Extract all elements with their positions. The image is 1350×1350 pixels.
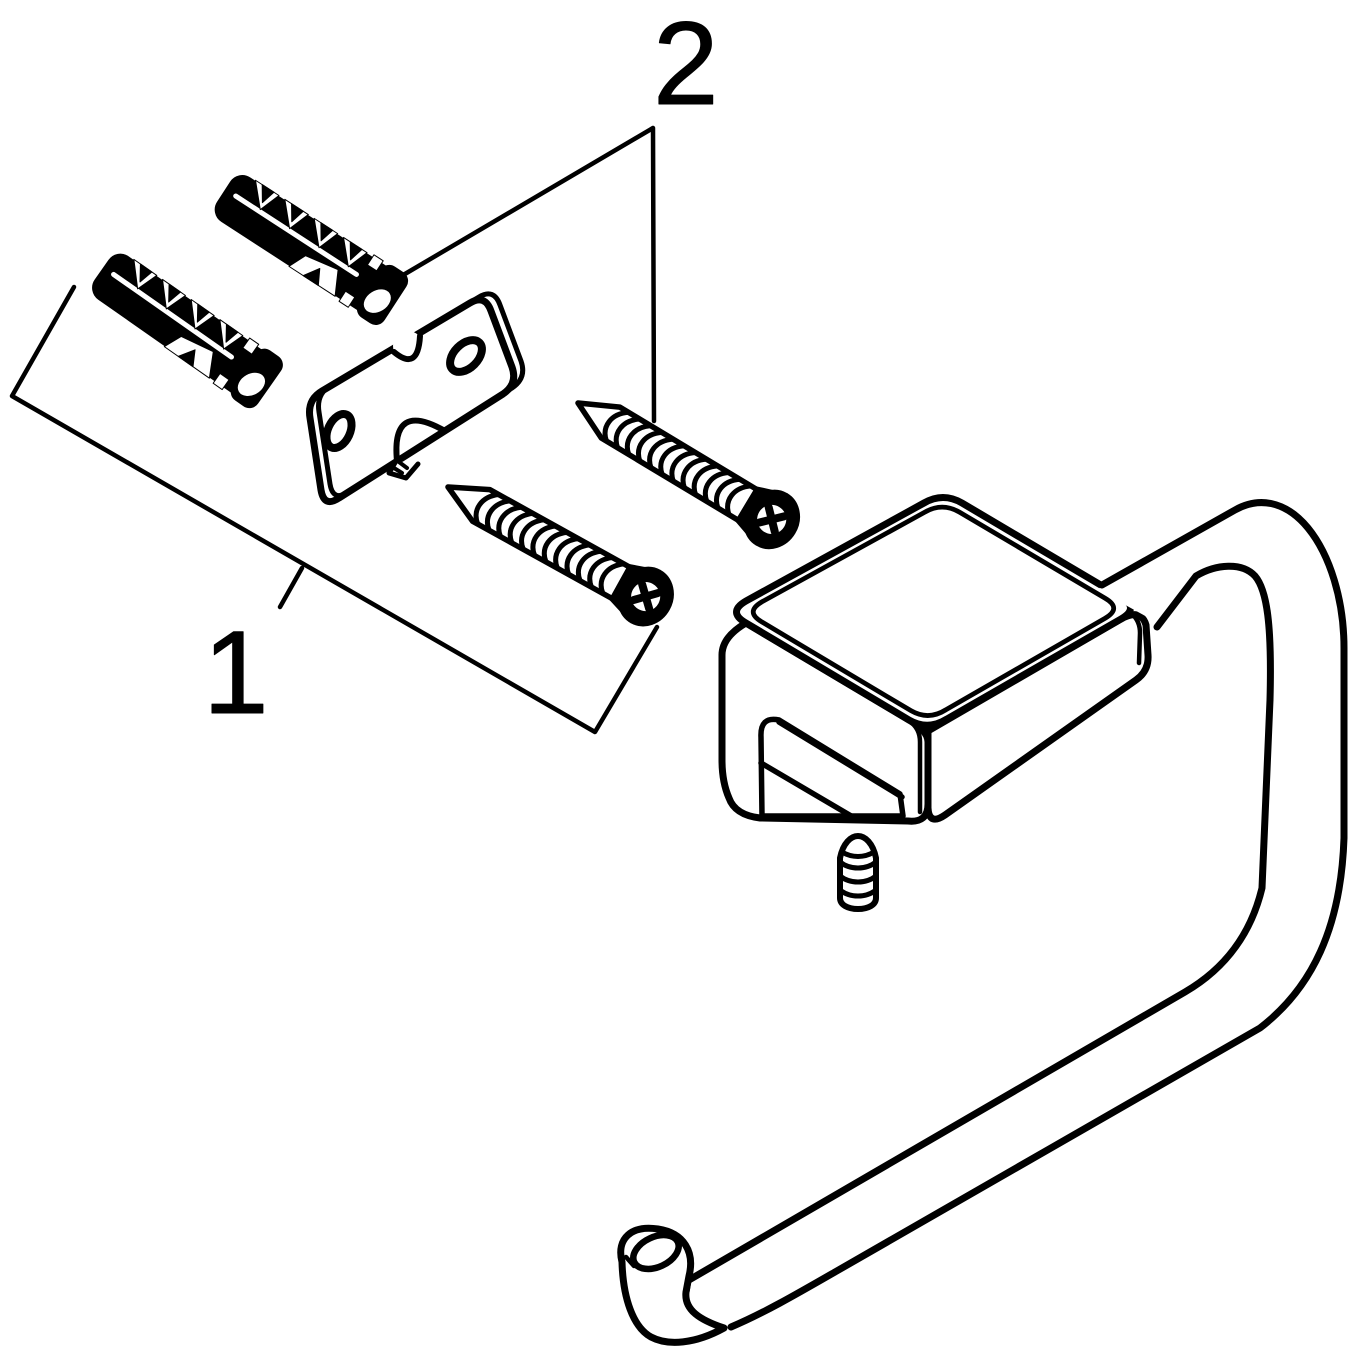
wall-plug-lower-icon: [85, 245, 287, 411]
callout-1-label: 1: [203, 607, 269, 739]
screw-upper-icon: [563, 377, 811, 559]
wall-plug-upper-icon: [208, 167, 412, 329]
roll-holder-arm-icon: [684, 499, 1348, 1331]
arm-end-cap-icon: [617, 1224, 728, 1346]
holder-wall-block-icon: [718, 494, 1152, 825]
callout-1-leader-line: [9, 284, 660, 735]
callout-2-leader-line: [390, 125, 657, 424]
set-screw-icon: [837, 833, 879, 912]
screw-lower-icon: [433, 461, 683, 636]
mounting-plate-icon: [306, 291, 526, 506]
callout-2-label: 2: [653, 0, 719, 130]
